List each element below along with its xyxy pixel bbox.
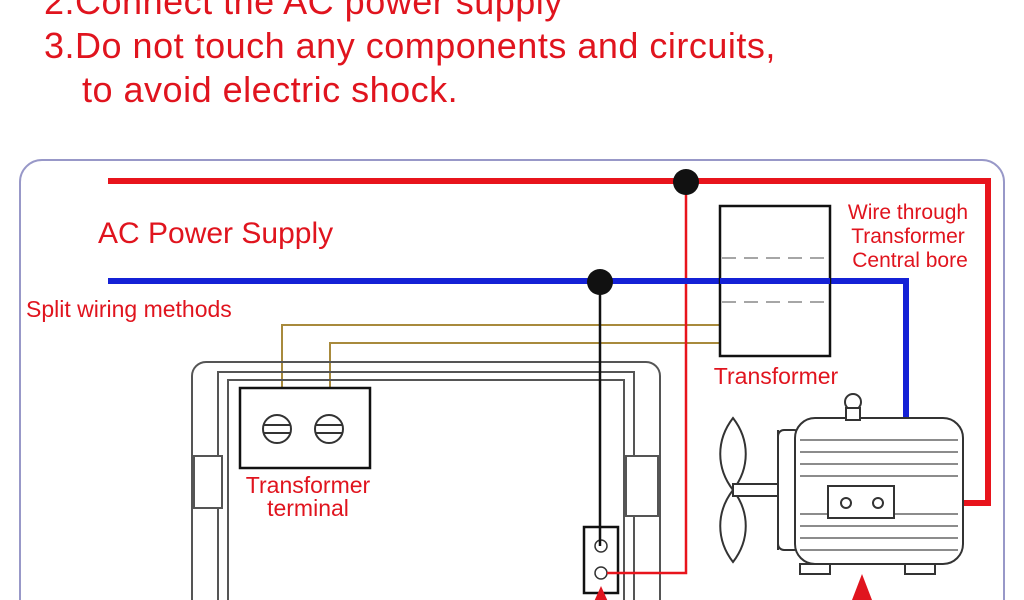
arrow-up-icon <box>852 574 872 600</box>
fan-blade-icon <box>719 416 782 564</box>
electric-motor-icon <box>719 393 964 575</box>
transformer-terminal-line-2: terminal <box>267 495 349 521</box>
signal-wires <box>281 324 720 388</box>
transformer-terminal-label: Transformer terminal <box>246 472 371 521</box>
arrow-up-icon <box>594 586 608 600</box>
wire-through-line-1: Wire through <box>848 201 968 224</box>
diagram-frame <box>19 159 1005 600</box>
transformer-terminal-line-1: Transformer <box>246 472 371 498</box>
split-wiring-label: Split wiring methods <box>26 296 232 322</box>
meter-panel <box>191 361 661 600</box>
live-wire-branch <box>607 181 688 575</box>
junction-dot-icon <box>587 269 613 295</box>
transformer-label: Transformer <box>714 363 839 389</box>
transformer <box>718 204 832 358</box>
wire-through-line-2: Transformer <box>851 225 965 248</box>
wire-through-label: Wire through Transformer Central bore <box>848 201 968 272</box>
screw-terminal-icon <box>262 414 292 444</box>
screw-terminal-icon <box>314 414 344 444</box>
junction-dot-icon <box>673 169 699 195</box>
instruction-line-3-continued: to avoid electric shock. <box>82 69 459 110</box>
instruction-line-2: 2.Connect the AC power supply <box>44 0 563 22</box>
wire-through-line-3: Central bore <box>852 249 968 272</box>
instruction-line-3: 3.Do not touch any components and circui… <box>44 25 776 66</box>
transformer-terminal <box>238 386 372 470</box>
ac-power-supply-label: AC Power Supply <box>98 217 333 250</box>
